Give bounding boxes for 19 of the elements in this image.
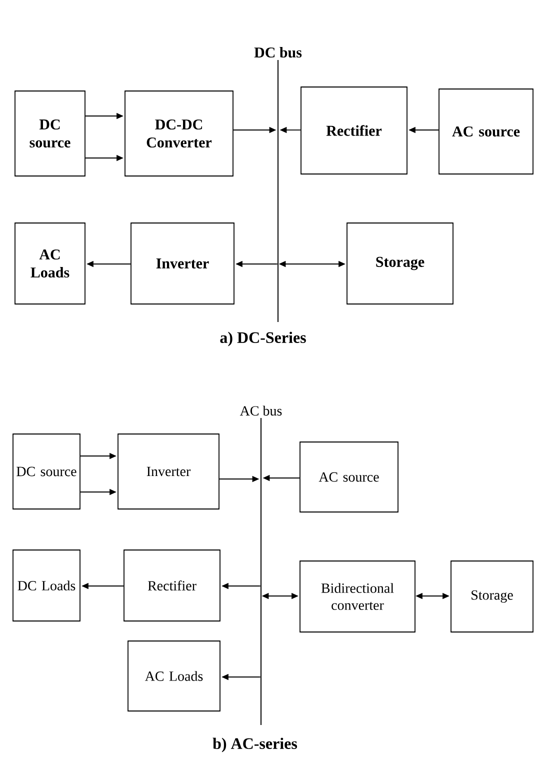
bus-line: DC bus [254, 47, 302, 322]
block-box: Storage [346, 222, 454, 304]
block-box: Inverter [130, 222, 234, 304]
block-box: AC Loads [14, 222, 86, 304]
bus-line: AC bus [240, 406, 282, 725]
caption: b) AC-series [212, 738, 298, 752]
block-box: Rectifier [300, 86, 408, 174]
block-box: AC source [438, 88, 534, 174]
block-box: Bidirectional converter [300, 560, 416, 632]
block-box: Inverter [118, 434, 220, 510]
block-box: DC source [12, 434, 80, 510]
block-box: DC-DC Converter [124, 90, 234, 176]
block-box: AC Loads [128, 640, 220, 712]
block-box: AC source [300, 442, 398, 512]
block-box: DC source [14, 90, 86, 176]
block-box: DC Loads [12, 550, 80, 622]
block-box: Rectifier [124, 550, 220, 622]
block-box: Storage [450, 560, 534, 632]
caption: a) DC-Series [220, 332, 306, 346]
